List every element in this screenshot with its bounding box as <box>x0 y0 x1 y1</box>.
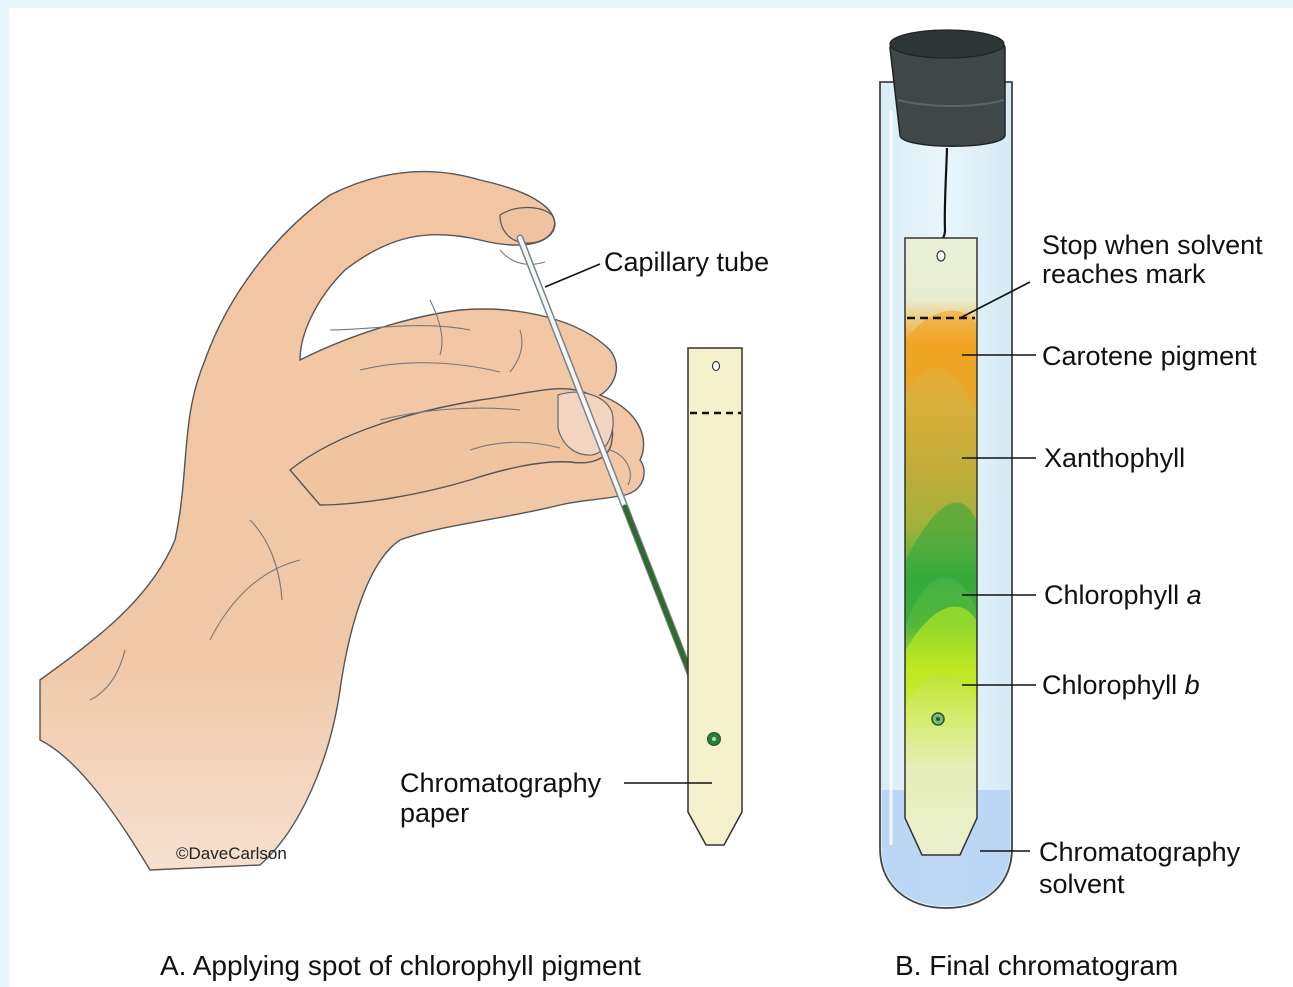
copyright-text: ©DaveCarlson <box>176 844 287 863</box>
chlorophyll-b-label: Chlorophyll b <box>1042 670 1200 700</box>
xanthophyll-label: Xanthophyll <box>1044 443 1185 473</box>
paper-strip-a <box>688 348 742 845</box>
stop-label-line2: reaches mark <box>1042 259 1206 289</box>
solvent-label-line2: solvent <box>1039 869 1125 899</box>
capillary-tube-label: Capillary tube <box>604 247 769 277</box>
paper-label-line1: Chromatography <box>400 768 602 798</box>
caption-b: B. Final chromatogram <box>895 950 1178 981</box>
caption-a: A. Applying spot of chlorophyll pigment <box>160 950 641 981</box>
capillary-leader <box>545 264 600 287</box>
carotene-label: Carotene pigment <box>1042 341 1257 371</box>
paper-hole-icon <box>713 362 720 371</box>
stop-label-line1: Stop when solvent <box>1042 230 1263 260</box>
stopper <box>890 30 1005 146</box>
chlorophyll-a-label: Chlorophyll a <box>1044 580 1202 610</box>
paper-strip-body <box>688 348 742 845</box>
panel-b: Stop when solvent reaches mark Carotene … <box>880 30 1263 981</box>
hand-palm <box>40 172 644 870</box>
panel-a: Capillary tube Chromatography paper ©Dav… <box>40 172 769 981</box>
chromatogram-strip <box>905 238 977 855</box>
strip-hole-icon <box>937 251 945 261</box>
paper-label-line2: paper <box>400 798 469 828</box>
hand-illustration <box>40 172 644 870</box>
solvent-label-line1: Chromatography <box>1039 837 1241 867</box>
